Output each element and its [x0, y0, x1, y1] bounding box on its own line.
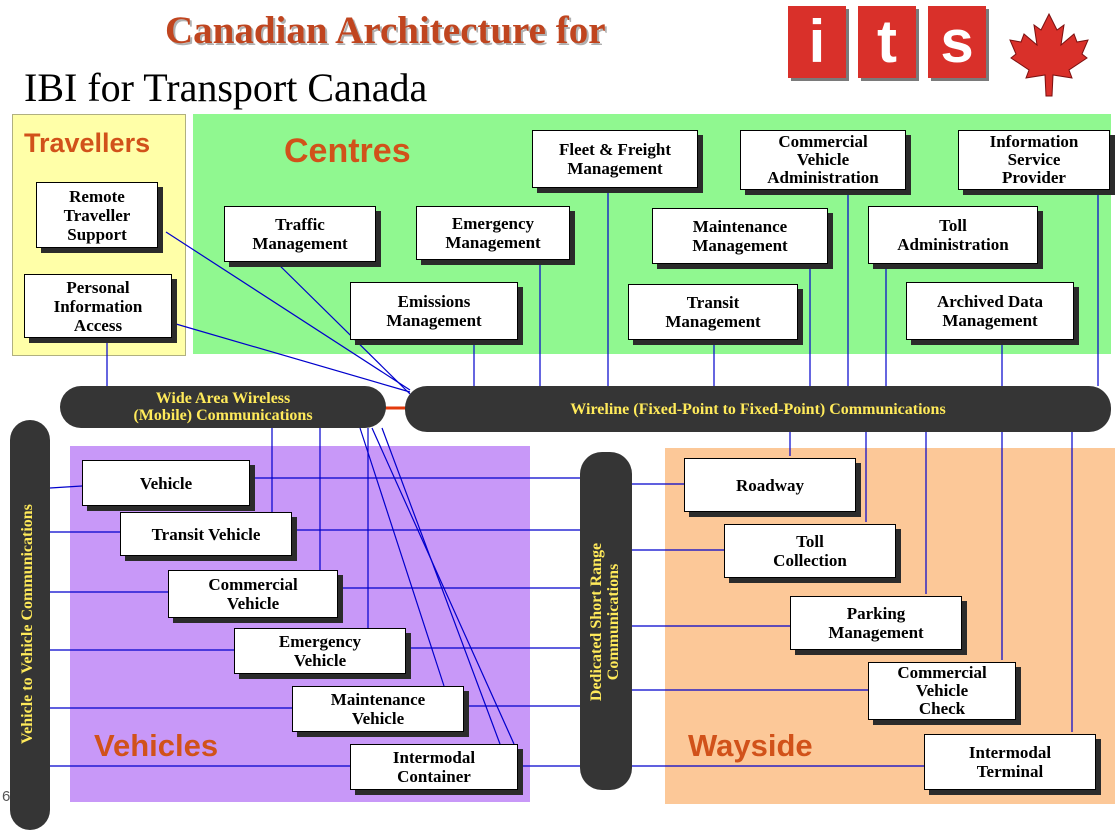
emissions-management-box: Emissions Management [350, 282, 518, 340]
wayside-label: Wayside [688, 728, 813, 763]
maintenance-management-box: Maintenance Management [652, 208, 828, 264]
intermodal-terminal-box: Intermodal Terminal [924, 734, 1096, 790]
centres-label: Centres [284, 132, 411, 170]
dedicated-short-range-bus [580, 452, 632, 790]
its-logo-letter-i: i [788, 6, 846, 78]
roadway-box: Roadway [684, 458, 856, 512]
page-subtitle: IBI for Transport Canada [24, 65, 428, 110]
wide-area-wireless-bus: Wide Area Wireless (Mobile) Communicatio… [60, 386, 386, 428]
page-number: 6 [2, 788, 11, 805]
traffic-management-box: Traffic Management [224, 206, 376, 262]
maintenance-vehicle-box: Maintenance Vehicle [292, 686, 464, 732]
transit-management-box: Transit Management [628, 284, 798, 340]
toll-collection-box: Toll Collection [724, 524, 896, 578]
commercial-vehicle-administration-box: Commercial Vehicle Administration [740, 130, 906, 190]
commercial-vehicle-check-box: Commercial Vehicle Check [868, 662, 1016, 720]
emergency-vehicle-box: Emergency Vehicle [234, 628, 406, 674]
information-service-provider-box: Information Service Provider [958, 130, 1110, 190]
wireline-bus: Wireline (Fixed-Point to Fixed-Point) Co… [405, 386, 1111, 432]
vehicle-box: Vehicle [82, 460, 250, 506]
parking-management-box: Parking Management [790, 596, 962, 650]
commercial-vehicle-box: Commercial Vehicle [168, 570, 338, 618]
vehicle-to-vehicle-bus [10, 420, 50, 830]
travellers-label: Travellers [24, 128, 151, 158]
dedicated-short-range-label: Dedicated Short Range Communications [588, 542, 622, 702]
maple-leaf-icon [1009, 12, 1089, 97]
its-logo-letter-t: t [858, 6, 916, 78]
emergency-management-box: Emergency Management [416, 206, 570, 260]
remote-traveller-support-box: Remote Traveller Support [36, 182, 158, 248]
archived-data-management-box: Archived Data Management [906, 282, 1074, 340]
toll-administration-box: Toll Administration [868, 206, 1038, 264]
vehicles-label: Vehicles [94, 728, 219, 763]
its-logo-letter-s: s [928, 6, 986, 78]
intermodal-container-box: Intermodal Container [350, 744, 518, 790]
vehicle-to-vehicle-label: Vehicle to Vehicle Communications [19, 504, 36, 744]
fleet-freight-management-box: Fleet & Freight Management [532, 130, 698, 188]
personal-information-access-box: Personal Information Access [24, 274, 172, 338]
transit-vehicle-box: Transit Vehicle [120, 512, 292, 556]
page-title: Canadian Architecture for [165, 9, 606, 52]
